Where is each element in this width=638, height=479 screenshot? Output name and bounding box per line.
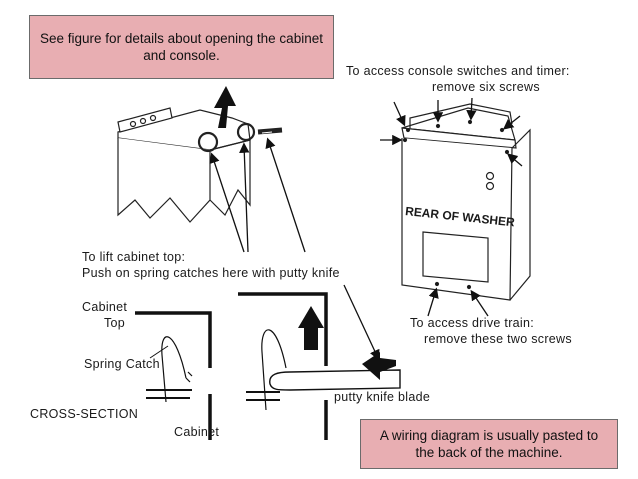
callout-cabinet-console: See figure for details about opening the… bbox=[29, 15, 334, 79]
callout-wiring-diagram: A wiring diagram is usually pasted to th… bbox=[360, 419, 618, 469]
cabinet-top-label-line2: Top bbox=[104, 316, 126, 330]
lift-cabinet-label-line2: Push on spring catches here with putty k… bbox=[82, 266, 340, 280]
washer-front-illustration bbox=[117, 107, 283, 223]
blade-pointer-line bbox=[343, 284, 380, 361]
cabinet-label: Cabinet bbox=[174, 425, 220, 439]
screw-arrows bbox=[380, 97, 523, 317]
cabinet-top-label-line1: Cabinet bbox=[82, 300, 128, 314]
cross-section-label: CROSS-SECTION bbox=[30, 407, 139, 421]
cross-section-illustration bbox=[135, 292, 401, 440]
spring-catch-pointer bbox=[149, 345, 169, 359]
lift-arrow-icon bbox=[214, 86, 236, 128]
drive-train-label-line1: To access drive train: bbox=[410, 316, 535, 330]
drive-train-label-line2: remove these two screws bbox=[424, 332, 572, 346]
callout-cabinet-console-text: See figure for details about opening the… bbox=[40, 31, 323, 63]
up-arrow-icon bbox=[298, 306, 324, 350]
lift-pointer-lines bbox=[209, 137, 306, 253]
lift-cabinet-label-line1: To lift cabinet top: bbox=[82, 250, 186, 264]
console-access-label-line1: To access console switches and timer: bbox=[346, 64, 570, 78]
callout-wiring-diagram-text: A wiring diagram is usually pasted to th… bbox=[379, 428, 599, 460]
putty-knife-blade-label: putty knife blade bbox=[334, 390, 431, 404]
spring-catch-label: Spring Catch bbox=[84, 357, 160, 371]
console-access-label-line2: remove six screws bbox=[432, 80, 540, 94]
washer-rear-illustration bbox=[401, 103, 531, 301]
